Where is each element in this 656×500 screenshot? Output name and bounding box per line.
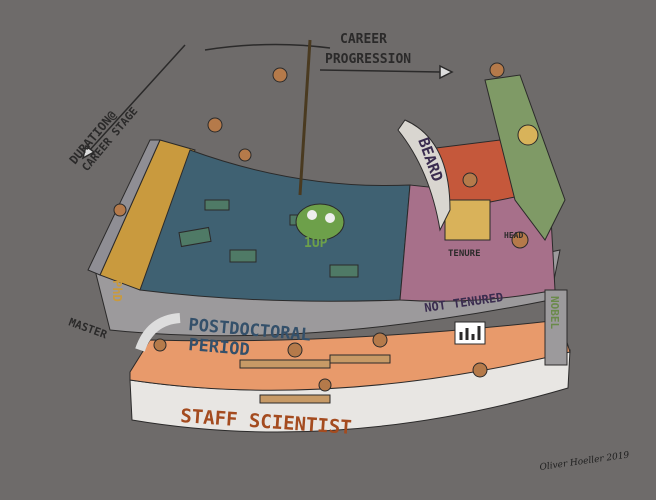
head-label: HEAD [504,231,523,240]
master-label: MASTER [67,316,109,342]
nobel-label: NOBEL [548,296,561,329]
career-label-1: CAREER [340,32,387,47]
one-up-mushroom [295,203,345,241]
phd-label: PhD [110,280,124,302]
figures [113,62,529,392]
lab-tables [239,354,391,404]
tube [135,313,181,352]
nobel-medal [517,124,539,146]
tenure-label: TENURE [448,249,481,259]
career-arrow [204,43,454,80]
nobel-pillar [544,289,568,366]
duration-arrow [81,44,186,160]
signature: Oliver Hoeller 2019 [539,450,630,473]
tenure-box [444,199,491,241]
beard-banner [397,119,451,232]
bar-chart-icon [459,326,481,340]
career-pole [298,39,312,196]
nobel-zone [484,74,566,241]
career-label-2: PROGRESSION [325,52,411,67]
one-up-label: 1UP [304,236,328,251]
